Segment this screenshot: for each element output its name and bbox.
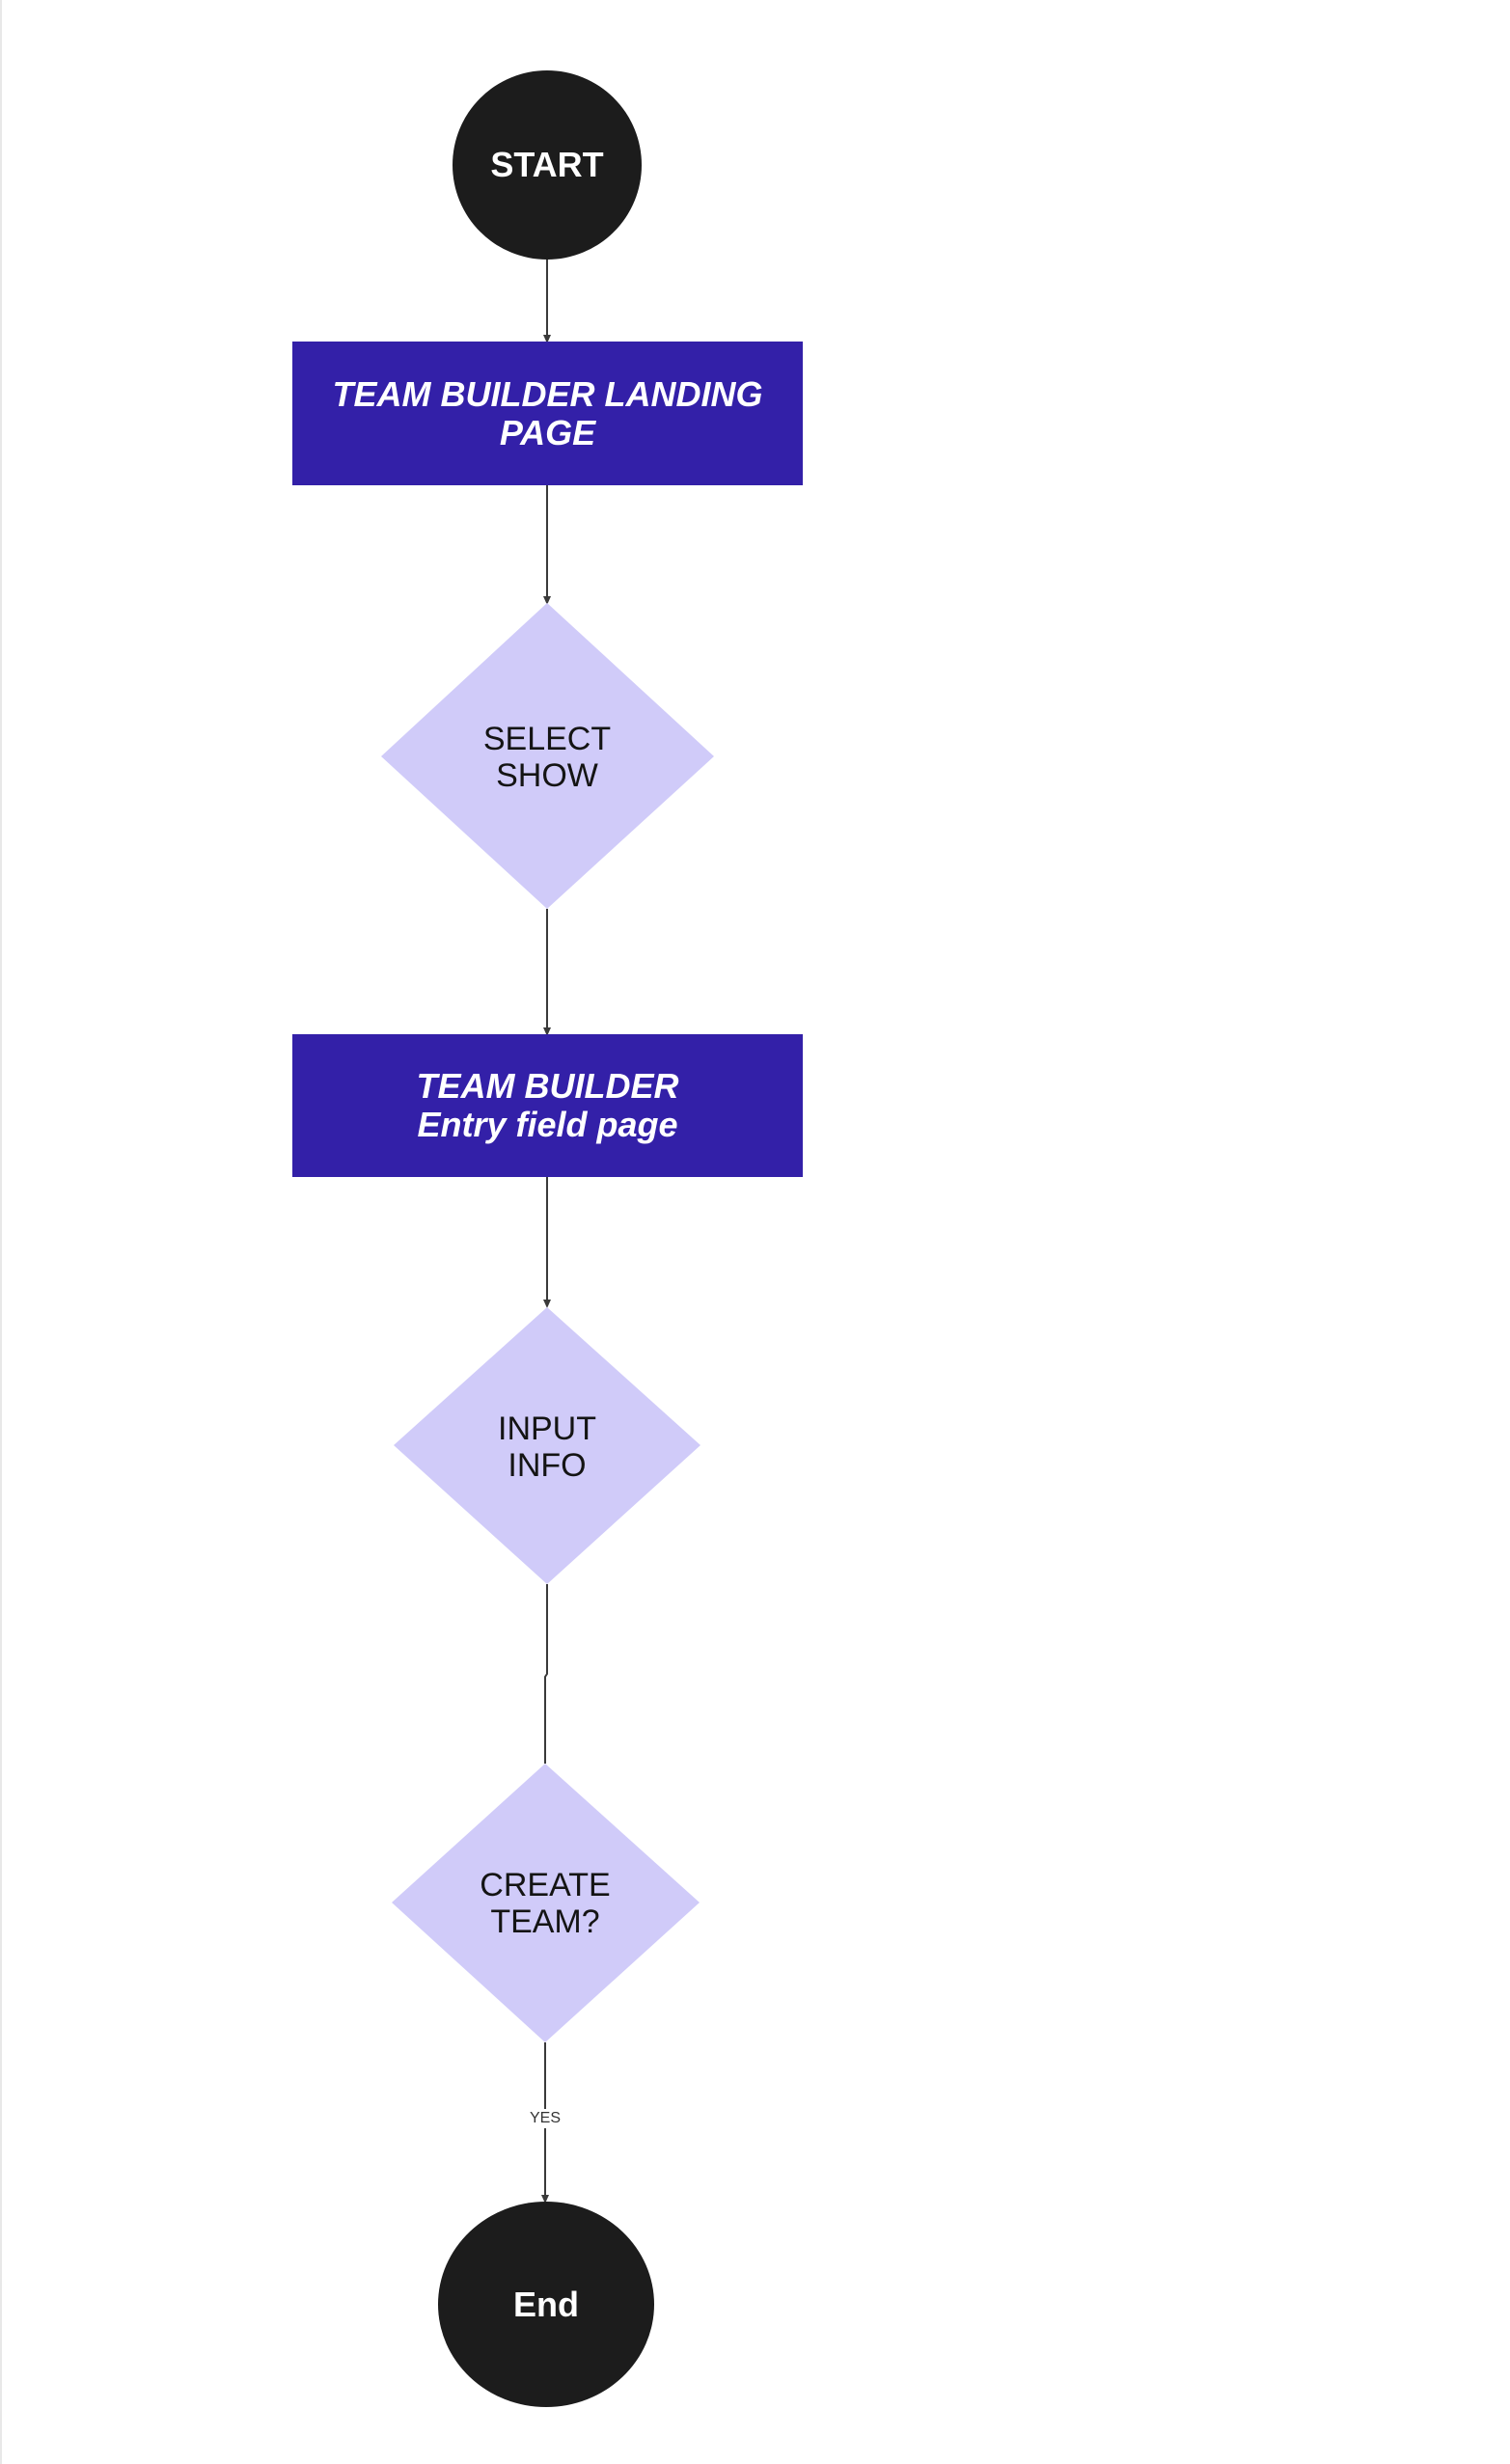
end-node: End bbox=[438, 2202, 654, 2407]
edge-input-info-to-create-team bbox=[544, 1584, 548, 1764]
create-team-node: CREATE TEAM? bbox=[420, 1821, 671, 1985]
start-node: START bbox=[453, 70, 642, 260]
landing-page-label: TEAM BUILDER LANDING PAGE bbox=[332, 373, 763, 452]
input-info-diamond-shape bbox=[394, 1307, 700, 1584]
select-show-node: SELECT SHOW bbox=[412, 675, 682, 839]
entry-field-page-node: TEAM BUILDER Entry field page bbox=[292, 1034, 803, 1177]
select-show-diamond-shape bbox=[381, 603, 714, 909]
start-label: START bbox=[490, 145, 604, 184]
create-team-label: CREATE TEAM? bbox=[480, 1867, 611, 1940]
entry-field-page-label: TEAM BUILDER Entry field page bbox=[416, 1066, 679, 1144]
create-team-diamond-shape bbox=[392, 1764, 700, 2042]
select-show-label: SELECT SHOW bbox=[482, 721, 612, 794]
yes-edge-label: YES bbox=[523, 2109, 567, 2128]
input-info-label: INPUT INFO bbox=[498, 1410, 596, 1484]
landing-page-node: TEAM BUILDER LANDING PAGE bbox=[292, 342, 803, 485]
yes-edge-label-text: YES bbox=[529, 2110, 561, 2126]
end-label: End bbox=[513, 2284, 579, 2324]
input-info-node: INPUT INFO bbox=[422, 1365, 673, 1529]
